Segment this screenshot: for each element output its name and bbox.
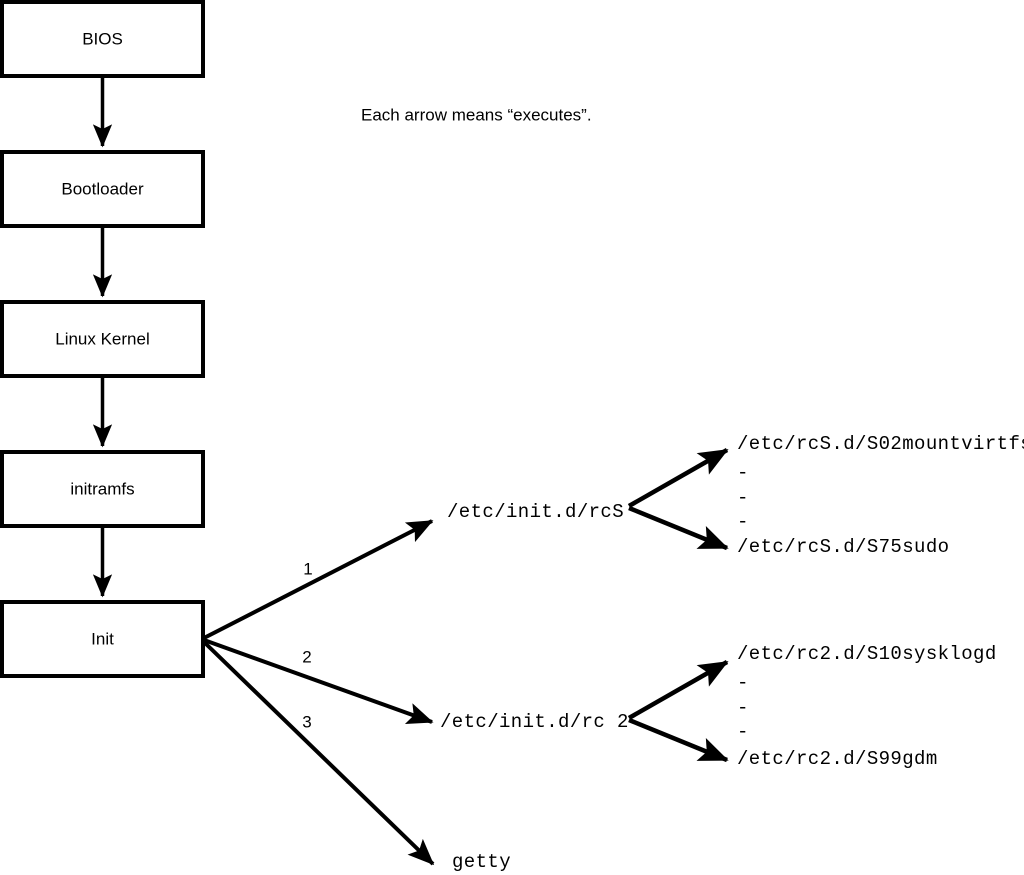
node-rc2-label[interactable]: /etc/init.d/rc 2 — [440, 711, 629, 733]
rcs-branch-group: /etc/rcS.d/S02mountvirtfs - - - /etc/rcS… — [627, 433, 1024, 558]
node-rcs-label[interactable]: /etc/init.d/rcS — [447, 501, 624, 523]
script-rcs-ellipsis-1: - — [737, 462, 748, 484]
node-bios-box[interactable] — [0, 0, 205, 78]
node-bios[interactable]: BIOS — [0, 0, 205, 78]
node-bootloader-label: Bootloader — [61, 179, 144, 198]
script-rc2-ellipsis-1: - — [737, 672, 748, 694]
edge-init-to-rcs — [203, 519, 434, 640]
node-bios-label: BIOS — [82, 29, 123, 48]
node-initramfs[interactable]: initramfs — [0, 450, 205, 528]
node-bootloader[interactable]: Bootloader — [0, 150, 205, 228]
edge-init-to-getty — [202, 640, 435, 866]
script-rc2-ellipsis-3: - — [737, 721, 748, 743]
boot-chain-group: BIOS Bootloader Linux Kernel initramfs I — [0, 0, 205, 678]
script-rcs-last[interactable]: /etc/rcS.d/S75sudo — [737, 536, 949, 558]
node-init-box[interactable] — [0, 600, 205, 678]
edge-rcs-to-last-script — [628, 505, 729, 551]
script-rcs-first[interactable]: /etc/rcS.d/S02mountvirtfs — [737, 433, 1024, 455]
node-linux-kernel-box[interactable] — [0, 300, 205, 378]
node-initramfs-label: initramfs — [70, 479, 134, 498]
node-linux-kernel-label: Linux Kernel — [55, 329, 150, 348]
diagram-caption: Each arrow means “executes”. — [361, 105, 592, 124]
edge-label-2: 2 — [302, 647, 311, 666]
branch-targets-group: /etc/init.d/rcS /etc/init.d/rc 2 getty — [440, 501, 629, 873]
node-linux-kernel[interactable]: Linux Kernel — [0, 300, 205, 378]
script-rcs-ellipsis-3: - — [737, 511, 748, 533]
edge-label-3: 3 — [302, 712, 311, 731]
edge-rc2-to-first-script — [627, 660, 729, 720]
edge-label-1: 1 — [303, 559, 312, 578]
rc2-branch-group: /etc/rc2.d/S10sysklogd - - - /etc/rc2.d/… — [627, 643, 997, 770]
node-bootloader-box[interactable] — [0, 150, 205, 228]
script-rcs-ellipsis-2: - — [737, 487, 748, 509]
script-rc2-first[interactable]: /etc/rc2.d/S10sysklogd — [737, 643, 997, 665]
edge-init-to-rc2 — [203, 638, 434, 724]
edge-rc2-to-last-script — [628, 717, 729, 763]
node-init[interactable]: Init — [0, 600, 205, 678]
script-rc2-last[interactable]: /etc/rc2.d/S99gdm — [737, 748, 938, 770]
edge-rcs-to-first-script — [627, 448, 729, 508]
init-fanout-group: 1 2 3 — [202, 519, 435, 866]
node-init-label: Init — [91, 629, 114, 648]
node-getty-label[interactable]: getty — [452, 851, 511, 873]
script-rc2-ellipsis-2: - — [737, 697, 748, 719]
